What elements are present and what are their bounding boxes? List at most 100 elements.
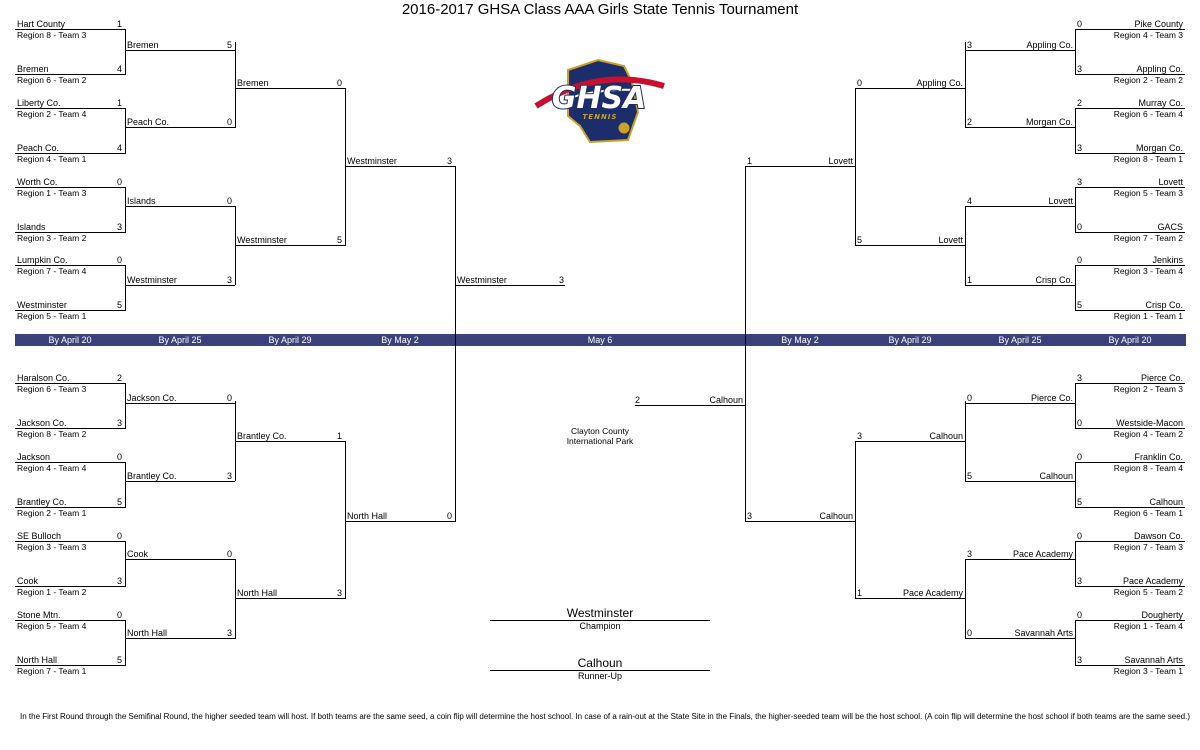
team-name: Pace Academy	[902, 588, 963, 598]
bracket-line	[455, 166, 456, 522]
team-name: Pace Academy	[1012, 549, 1073, 559]
team-name: Jackson	[17, 452, 51, 462]
seed-label: Region 2 - Team 4	[17, 109, 87, 119]
round-date-label: By April 25	[998, 335, 1042, 345]
team-score: 0	[226, 196, 232, 206]
team-score: 0	[116, 255, 122, 265]
team-name: Calhoun	[1149, 497, 1183, 507]
team-score: 5	[1077, 300, 1083, 310]
bracket-line	[1075, 153, 1185, 154]
bracket-line	[1075, 187, 1185, 188]
team-score: 1	[857, 588, 863, 598]
bracket-line	[855, 88, 965, 89]
seed-label: Region 5 - Team 1	[17, 311, 87, 321]
bracket-line	[235, 88, 345, 89]
team-score: 2	[967, 117, 973, 127]
team-score: 3	[226, 275, 232, 285]
team-score: 0	[1077, 531, 1083, 541]
team-score: 1	[747, 156, 753, 166]
bracket-line	[1075, 620, 1076, 666]
champion-label: Champion	[490, 620, 710, 631]
team-name: Morgan Co.	[1135, 143, 1183, 153]
team-score: 5	[1077, 497, 1083, 507]
team-name: Appling Co.	[1136, 64, 1183, 74]
seed-label: Region 3 - Team 4	[1113, 266, 1183, 276]
team-name: Savannah Arts	[1124, 655, 1183, 665]
bracket-line	[1075, 29, 1076, 75]
team-name: Calhoun	[929, 431, 963, 441]
bracket-line	[965, 42, 966, 128]
team-score: 3	[336, 588, 342, 598]
bracket-line	[235, 441, 345, 442]
team-score: 1	[967, 275, 973, 285]
seed-label: Region 1 - Team 4	[1113, 621, 1183, 631]
team-name: Westminster	[17, 300, 67, 310]
team-name: North Hall	[17, 655, 58, 665]
team-name: Westside-Macon	[1116, 418, 1183, 428]
champion-name: Westminster	[566, 606, 634, 620]
team-name: North Hall	[237, 588, 278, 598]
bracket-line	[125, 481, 235, 482]
round-date-label: By April 29	[888, 335, 932, 345]
seed-label: Region 5 - Team 2	[1113, 587, 1183, 597]
bracket-line	[125, 29, 126, 75]
team-name: Savannah Arts	[1014, 628, 1073, 638]
seed-label: Region 7 - Team 1	[17, 666, 87, 676]
bracket-line	[125, 638, 235, 639]
bracket-line	[1075, 665, 1185, 666]
bracket-line	[745, 521, 855, 522]
team-name: Appling Co.	[916, 78, 963, 88]
bracket-line	[455, 285, 565, 286]
seed-label: Region 1 - Team 1	[1113, 311, 1183, 321]
bracket-line	[1075, 462, 1185, 463]
bracket-line	[125, 187, 126, 233]
seed-label: Region 8 - Team 2	[17, 429, 87, 439]
team-name: Lovett	[1158, 177, 1183, 187]
team-name: Lovett	[828, 156, 853, 166]
team-score: 0	[336, 78, 342, 88]
team-score: 0	[116, 177, 122, 187]
team-name: GACS	[1157, 222, 1183, 232]
team-name: Jackson Co.	[127, 393, 177, 403]
team-name: Morgan Co.	[1025, 117, 1073, 127]
team-score: 4	[116, 143, 122, 153]
seed-label: Region 4 - Team 1	[17, 154, 87, 164]
team-name: Cook	[127, 549, 149, 559]
bracket-line	[125, 541, 126, 587]
team-name: Pike County	[1134, 19, 1183, 29]
team-score: 3	[226, 628, 232, 638]
bracket-line	[125, 559, 235, 560]
team-score: 4	[967, 196, 973, 206]
runnerup-name: Calhoun	[577, 656, 623, 670]
bracket-line	[1075, 383, 1076, 429]
bracket-line	[345, 88, 346, 246]
team-name: Brantley Co.	[127, 471, 177, 481]
bracket-line	[345, 166, 455, 167]
team-score: 0	[1077, 255, 1083, 265]
team-name: Haralson Co.	[17, 373, 70, 383]
team-score: 3	[967, 549, 973, 559]
bracket-line	[965, 401, 966, 481]
seed-label: Region 6 - Team 1	[1113, 508, 1183, 518]
bracket-line	[1075, 541, 1185, 542]
seed-label: Region 7 - Team 4	[17, 266, 87, 276]
bracket-line	[855, 441, 856, 599]
bracket-line	[15, 383, 125, 384]
team-score: 3	[116, 576, 122, 586]
seed-label: Region 2 - Team 2	[1113, 75, 1183, 85]
bracket-line	[1075, 507, 1185, 508]
seed-label: Region 8 - Team 1	[1113, 154, 1183, 164]
team-score: 5	[116, 497, 122, 507]
bracket-line	[965, 481, 1075, 482]
team-name: Hart County	[17, 19, 66, 29]
bracket-line	[15, 74, 125, 75]
team-name: Bremen	[17, 64, 49, 74]
team-score: 3	[558, 275, 564, 285]
team-name: Brantley Co.	[237, 431, 287, 441]
team-name: Murray Co.	[1138, 98, 1183, 108]
team-name: Westminster	[127, 275, 177, 285]
seed-label: Region 6 - Team 2	[17, 75, 87, 85]
bracket-line	[235, 559, 236, 639]
bracket-line	[15, 108, 125, 109]
